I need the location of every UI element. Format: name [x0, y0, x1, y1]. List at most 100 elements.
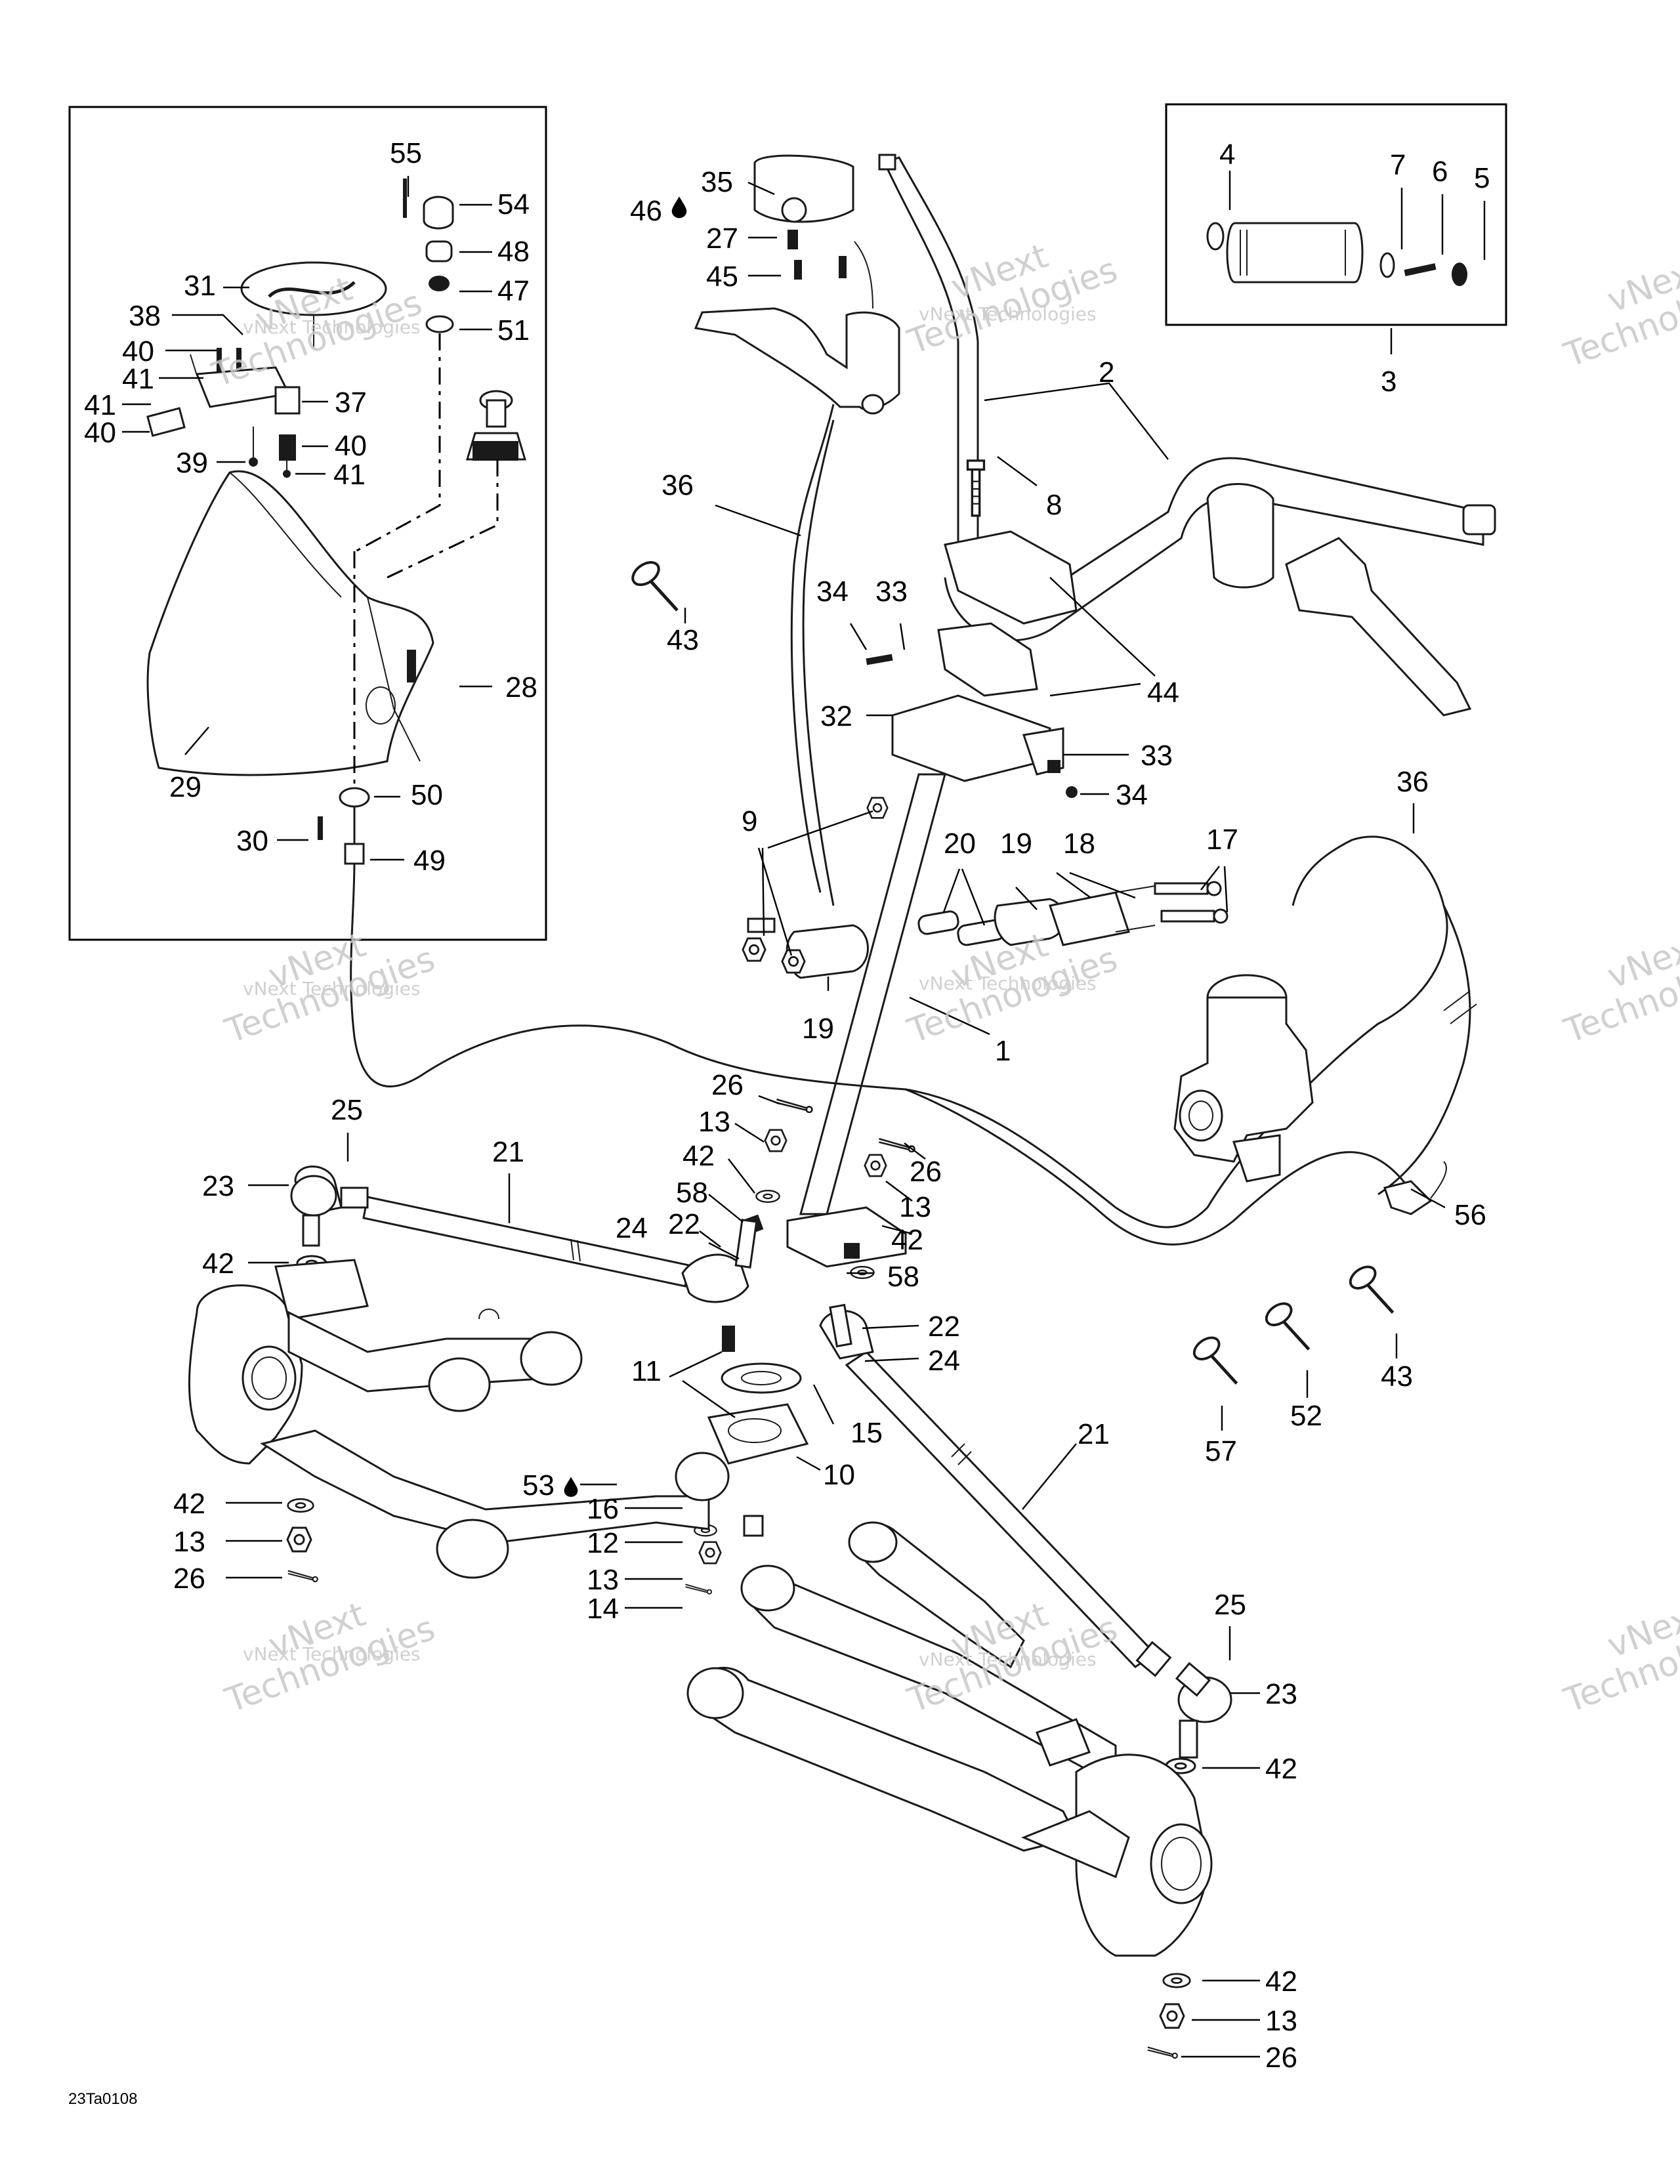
screw-part	[318, 816, 323, 840]
callout-label: 23	[1265, 1678, 1297, 1710]
callout-label: 40	[335, 430, 367, 462]
cable-tie-part	[629, 558, 677, 610]
svg-text:vNext Technologies: vNext Technologies	[243, 316, 421, 338]
callout-label: 15	[850, 1417, 883, 1449]
callout-label: 35	[701, 166, 733, 198]
callout-label: 44	[1147, 677, 1179, 709]
callout-label: 40	[122, 335, 154, 368]
callout-label: 19	[1000, 828, 1032, 860]
callout-label: 54	[497, 188, 530, 220]
callout-label: 8	[1046, 489, 1062, 521]
callout-label: 49	[413, 845, 446, 877]
right-suspension	[686, 1521, 1213, 1957]
cable-break-mark	[1443, 990, 1477, 1024]
callout-label: 22	[668, 1208, 700, 1240]
callout-label: 5	[1474, 162, 1490, 194]
callout-label: 2	[1099, 356, 1114, 388]
gauge-part	[240, 261, 387, 348]
svg-text:vNext Technologies: vNext Technologies	[919, 1648, 1097, 1670]
cable-end-fitting	[1383, 1180, 1433, 1215]
svg-text:vNext Technologies: vNext Technologies	[919, 973, 1097, 994]
handlebar-assembly	[694, 154, 1496, 717]
callout-label: 23	[202, 1170, 234, 1202]
callout-label: 13	[698, 1106, 730, 1138]
carburetor	[1173, 974, 1314, 1183]
callout-label: 42	[1265, 1753, 1297, 1785]
callout-label: 33	[875, 576, 908, 608]
callout-label: 16	[587, 1493, 619, 1525]
callout-label: 25	[331, 1094, 363, 1126]
callout-label: 43	[667, 624, 699, 656]
callout-label: 13	[173, 1526, 205, 1558]
callout-label: 57	[1205, 1435, 1237, 1467]
fairing-inset-frame	[68, 106, 547, 941]
callout-label: 11	[631, 1355, 662, 1387]
callout-label: 18	[1063, 828, 1095, 860]
callout-label: 52	[1290, 1400, 1322, 1432]
grip-inset-frame	[1165, 103, 1507, 326]
callout-label: 19	[802, 1013, 834, 1045]
cable-tie-part	[1190, 1334, 1237, 1384]
callout-label: 13	[587, 1564, 619, 1596]
callout-label: 29	[169, 771, 201, 803]
callout-label: 22	[928, 1311, 960, 1343]
callout-label: 33	[1141, 740, 1173, 772]
callout-label: 39	[176, 447, 208, 479]
callout-label: 41	[333, 459, 366, 491]
speedometer-cable	[350, 807, 421, 1087]
callout-label: 24	[616, 1212, 648, 1244]
callout-label: 41	[84, 389, 116, 421]
callout-label: 41	[122, 363, 154, 395]
svg-text:vNext Technologies: vNext Technologies	[243, 1643, 421, 1665]
callout-label: 43	[1381, 1360, 1413, 1393]
callout-label: 21	[1078, 1418, 1110, 1450]
tie-rod-right	[819, 1303, 1232, 2059]
callout-label: 45	[706, 261, 738, 293]
callout-label: 36	[1396, 766, 1429, 798]
callout-label: 42	[1265, 1965, 1297, 1998]
svg-text:vNext Technologies: vNext Technologies	[243, 978, 421, 999]
grommet-part	[339, 787, 370, 808]
callout-label: 31	[184, 270, 216, 302]
callout-label: 1	[995, 1035, 1011, 1067]
callout-label: 26	[1265, 2042, 1297, 2074]
cable-tie-part	[1263, 1299, 1309, 1350]
callout-label: 32	[820, 700, 852, 732]
callout-label: 34	[816, 576, 849, 608]
callout-label: 26	[910, 1156, 942, 1188]
callout-label: 42	[682, 1140, 715, 1172]
assembly-line	[387, 459, 499, 579]
callout-label: 40	[84, 417, 116, 449]
callout-label: 50	[411, 779, 443, 811]
callout-label: 13	[899, 1191, 931, 1223]
callout-label: 14	[587, 1593, 619, 1625]
callout-label: 30	[236, 825, 268, 857]
callout-label: 48	[497, 236, 530, 268]
callout-label: 13	[1265, 2005, 1297, 2037]
throttle-cable-routing	[905, 1088, 1419, 1246]
callout-label: 28	[505, 671, 537, 704]
callout-label: 20	[944, 828, 976, 860]
callout-label: 38	[129, 300, 161, 332]
callout-label: 36	[662, 469, 694, 501]
callout-numbers: 55 54 48 47 51 31 38 40 41 41 37 40 40 3…	[84, 137, 1490, 2074]
callout-label: 58	[676, 1177, 708, 1209]
callout-label: 25	[1214, 1589, 1246, 1621]
callout-label: 42	[173, 1488, 205, 1520]
cap-stack	[403, 178, 454, 333]
grip-inset	[1206, 222, 1467, 286]
callout-label: 42	[891, 1224, 923, 1256]
callout-label: 4	[1219, 138, 1235, 171]
callout-label: 6	[1432, 156, 1448, 188]
switch-bracket	[146, 348, 301, 478]
callout-label: 51	[497, 314, 530, 346]
steering-column	[564, 461, 1228, 1595]
callout-label: 58	[887, 1261, 919, 1293]
throttle-cable	[802, 419, 835, 906]
callout-label: 46	[630, 195, 662, 227]
callout-label: 55	[390, 137, 422, 169]
throttle-cable-routing	[419, 835, 1448, 1228]
screw-part	[788, 230, 798, 249]
callout-label: 7	[1390, 149, 1406, 181]
